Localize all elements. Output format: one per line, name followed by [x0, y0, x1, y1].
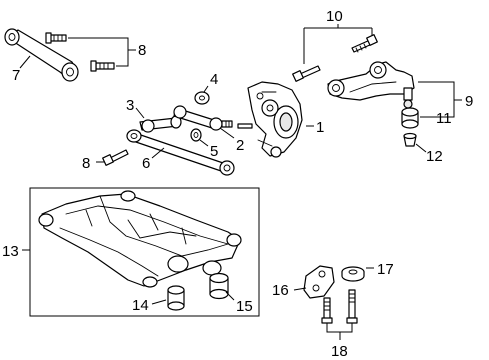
- part-10-bolt-left: [292, 65, 321, 82]
- part-7-upper-arm: [4, 28, 79, 82]
- part-9-control-arm: [327, 61, 415, 109]
- part-11-bushing: [401, 107, 419, 129]
- part-18-bolt-right: [346, 289, 358, 324]
- subframe-group-box: [29, 187, 260, 317]
- part-10-bolt-right: [351, 34, 378, 53]
- leader-lines: [19, 24, 462, 340]
- callout-14: 14: [132, 297, 149, 314]
- callout-4: 4: [210, 71, 218, 88]
- callout-6: 6: [142, 155, 150, 172]
- part-4-washer: [194, 91, 210, 105]
- callout-15: 15: [236, 298, 253, 315]
- part-17-mount: [341, 266, 365, 282]
- part-12-cap: [403, 132, 417, 147]
- callout-8-upper: 8: [138, 42, 146, 59]
- part-3-toe-link: [139, 115, 182, 133]
- part-13-subframe: [38, 190, 242, 288]
- callout-17: 17: [377, 261, 394, 278]
- part-2-upper-link: [173, 105, 233, 131]
- callout-18: 18: [331, 343, 348, 360]
- callout-3: 3: [126, 97, 134, 114]
- callout-8-middle: 8: [82, 155, 90, 172]
- callout-7: 7: [12, 67, 20, 84]
- part-5-bushing: [190, 128, 202, 142]
- callout-5: 5: [210, 143, 218, 160]
- callout-12: 12: [426, 148, 443, 165]
- part-15-bushing: [209, 272, 229, 300]
- callout-16: 16: [272, 282, 289, 299]
- callout-numbers: 10 8 7 4 3 2 5 6 8 1 9 11 12 13 14 15 16…: [2, 8, 473, 360]
- part-1-knuckle: [237, 81, 303, 158]
- part-6-lower-link: [126, 129, 235, 176]
- callout-10: 10: [326, 8, 343, 25]
- part-8-bolt-lower: [90, 60, 115, 72]
- callout-13: 13: [2, 243, 19, 260]
- callout-2: 2: [236, 137, 244, 154]
- part-8-bolt-upper: [45, 32, 67, 44]
- callout-11: 11: [436, 110, 452, 127]
- part-18-bolt-left: [321, 297, 333, 324]
- part-8-bolt-middle: [102, 149, 129, 166]
- part-14-bushing: [167, 285, 185, 311]
- callout-9: 9: [465, 93, 473, 110]
- part-16-bracket: [303, 265, 335, 299]
- callout-1: 1: [316, 119, 324, 136]
